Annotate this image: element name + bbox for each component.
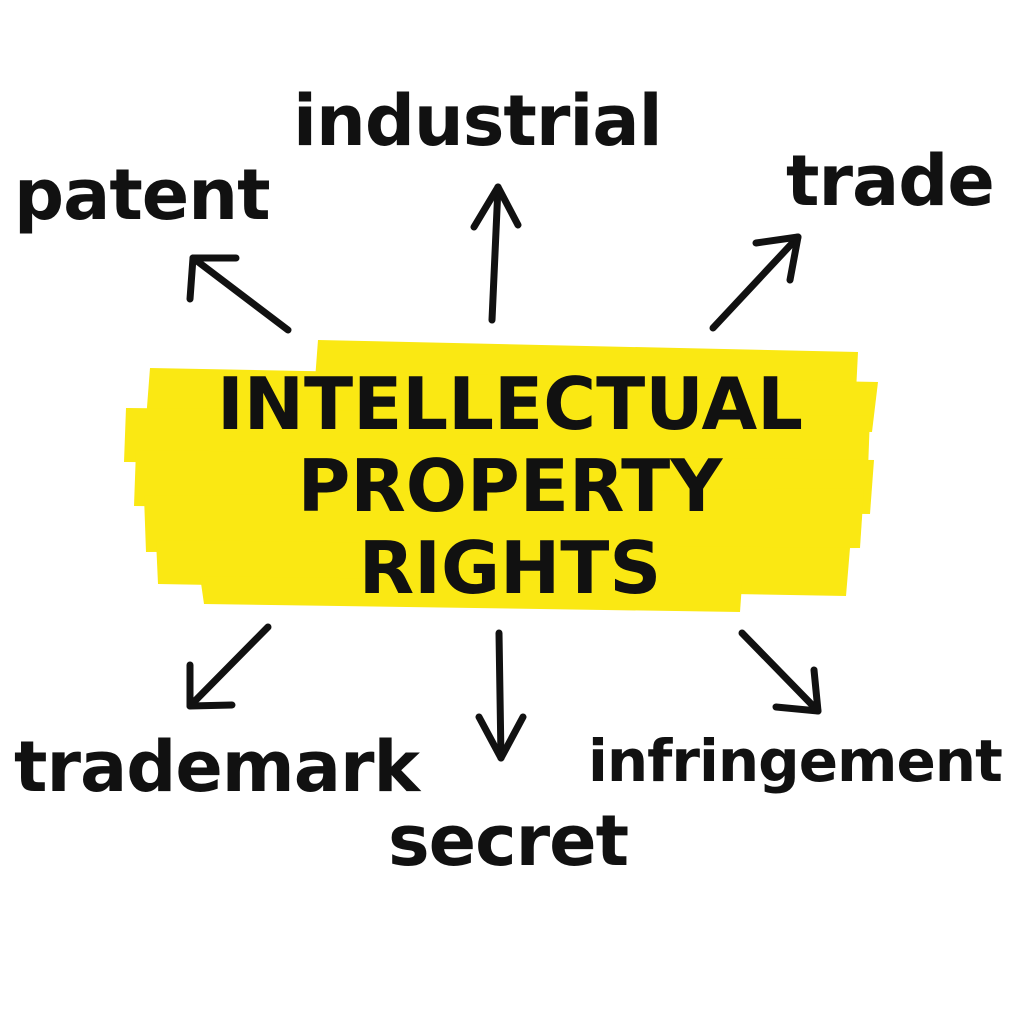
arrow-to-infringement: [738, 629, 822, 715]
node-patent: patent: [14, 154, 271, 236]
center-title: INTELLECTUAL PROPERTY RIGHTS: [150, 363, 870, 609]
node-infringement: infringement: [588, 727, 1003, 795]
arrow-to-trademark: [186, 623, 272, 710]
highlight-stroke: [200, 576, 742, 612]
arrow-to-industrial: [470, 183, 522, 324]
node-industrial: industrial: [293, 80, 663, 162]
node-trade: trade: [786, 140, 995, 222]
center-title-line-1: INTELLECTUAL: [216, 362, 804, 446]
highlight-stroke: [144, 488, 864, 552]
center-highlight: [124, 340, 878, 612]
node-secret: secret: [388, 800, 629, 882]
arrow-to-patent: [186, 254, 292, 334]
arrow-to-trade: [709, 233, 802, 332]
center-title-line-3: RIGHTS: [358, 526, 662, 610]
arrow-to-secret: [475, 629, 527, 762]
center-title-line-2: PROPERTY: [297, 444, 723, 528]
node-trademark: trademark: [14, 726, 420, 808]
